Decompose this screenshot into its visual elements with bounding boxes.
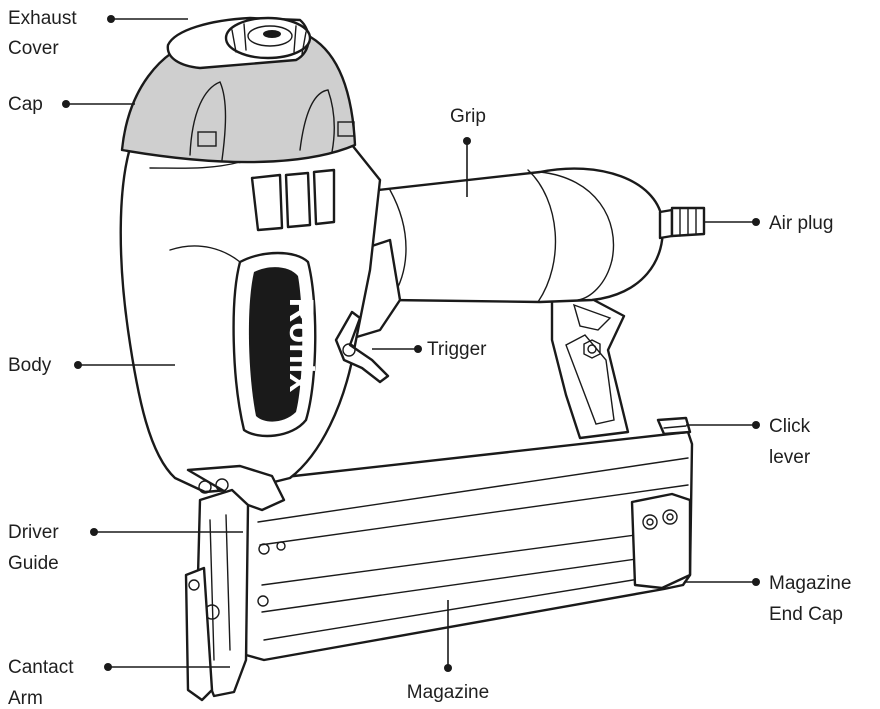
label-driver-guide-line2: Guide xyxy=(8,553,59,574)
label-magazine-end-cap-line2: End Cap xyxy=(769,604,843,625)
grip-part xyxy=(363,167,664,304)
magazine-rail xyxy=(244,430,694,662)
label-driver-guide-line1: Driver xyxy=(8,522,59,543)
brand-logo: Ronix xyxy=(282,298,320,393)
callout-driver-guide: Driver Guide xyxy=(8,522,243,574)
label-grip: Grip xyxy=(450,106,486,127)
label-click-lever-line2: lever xyxy=(769,447,811,468)
callout-grip: Grip xyxy=(450,106,486,197)
callout-body: Body xyxy=(8,355,175,376)
callout-cap: Cap xyxy=(8,94,135,115)
callout-cantact-arm: Cantact Arm xyxy=(8,657,230,709)
label-magazine: Magazine xyxy=(407,682,489,703)
callout-air-plug: Air plug xyxy=(705,213,833,234)
click-lever-part xyxy=(656,416,692,436)
callout-trigger: Trigger xyxy=(372,339,487,360)
label-click-lever-line1: Click xyxy=(769,416,811,437)
label-exhaust-cover-line2: Cover xyxy=(8,38,59,59)
label-magazine-end-cap-line1: Magazine xyxy=(769,573,851,594)
callout-magazine-end-cap: Magazine End Cap xyxy=(684,573,851,625)
cap-part xyxy=(120,30,357,164)
label-air-plug: Air plug xyxy=(769,213,833,234)
label-trigger: Trigger xyxy=(427,339,487,360)
nail-gun-illustration: Ronix xyxy=(119,16,706,702)
label-cantact-arm-line2: Arm xyxy=(8,688,43,709)
rear-strut xyxy=(550,296,630,440)
air-plug-part xyxy=(658,206,706,240)
callout-click-lever: Click lever xyxy=(686,416,811,468)
trigger-part xyxy=(334,310,390,384)
label-exhaust-cover-line1: Exhaust xyxy=(8,8,77,29)
exhaust-cover-part xyxy=(166,16,312,70)
callout-exhaust-cover: Exhaust Cover xyxy=(8,8,188,59)
callout-magazine: Magazine xyxy=(407,600,489,703)
logo-panel xyxy=(248,267,303,422)
body-part: Ronix xyxy=(119,143,382,494)
label-cap: Cap xyxy=(8,94,43,115)
label-cantact-arm-line1: Cantact xyxy=(8,657,74,678)
label-body: Body xyxy=(8,355,52,376)
